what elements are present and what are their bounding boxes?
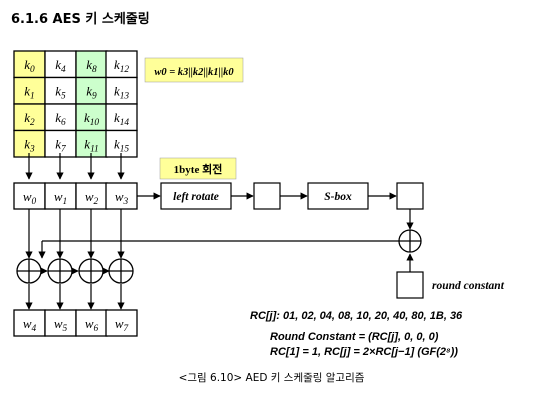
w-output-word-cell: [105, 309, 138, 337]
rc-formula: Round Constant = (RC[j], 0, 0, 0): [270, 331, 439, 343]
key-cell-label: k12: [114, 57, 129, 75]
key-cell-label: k6: [55, 110, 66, 128]
round-constant-xor: [398, 229, 422, 253]
w-word-cell: [44, 182, 77, 210]
rc-rule: RC[1] = 1, RC[j] = 2×RC[j−1] (GF(2⁸)): [270, 346, 458, 358]
round-constant-label: round constant: [432, 280, 505, 292]
figure-caption: <그림 6.10> AED 키 스케줄링 알고리즘: [178, 372, 365, 384]
xor-operator: [78, 258, 104, 284]
w-output-word-label: w7: [115, 316, 129, 334]
key-cell-label: k5: [55, 84, 66, 102]
sbox-block: S-box: [307, 182, 369, 210]
w-output-row: w4 w5 w6 w7: [13, 309, 138, 337]
key-cell-label: k10: [84, 110, 99, 128]
w0-formula-box: w0 = k3||k2||k1||k0: [144, 57, 244, 83]
key-matrix: k0 k4 k8 k12 k1 k5 k9 k13 k2 k6 k10 k14 k3 k7 k11 k15: [13, 50, 138, 158]
key-cell: [75, 129, 108, 158]
w-word-label: w0: [23, 189, 37, 207]
key-cell-label: k7: [55, 137, 66, 155]
left-rotate-label: left rotate: [173, 191, 219, 203]
key-cell-label: k0: [24, 57, 35, 75]
key-cell-label: k13: [114, 84, 129, 102]
xor-operator: [108, 258, 134, 284]
key-cell-label: k2: [24, 110, 35, 128]
w-output-word-label: w4: [23, 316, 37, 334]
rotate-note-box: 1byte 회전: [159, 157, 237, 180]
sbox-label: S-box: [324, 191, 352, 203]
w-word-label: w2: [85, 189, 99, 207]
key-cell-label: k14: [114, 110, 129, 128]
rotated-word-box: [253, 182, 281, 210]
rc-values: RC[j]: 01, 02, 04, 08, 10, 20, 40, 80, 1…: [250, 310, 463, 322]
substituted-word-box: [396, 182, 424, 210]
section-title: 6.1.6 AES 키 스케줄링: [11, 12, 150, 27]
key-cell-label: k1: [24, 84, 34, 102]
w0-formula: w0 = k3||k2||k1||k0: [154, 67, 234, 78]
w-word-row: w0 w1 w2 w3: [13, 182, 138, 210]
w-output-word-label: w5: [54, 316, 68, 334]
key-cell-label: k15: [114, 137, 129, 155]
left-rotate-block: left rotate: [160, 182, 232, 210]
key-cell: [75, 50, 108, 79]
key-cell-label: k3: [24, 137, 35, 155]
round-constant-box: [396, 271, 424, 299]
key-cell: [105, 50, 138, 79]
w-output-word-label: w6: [85, 316, 99, 334]
key-cell: [75, 76, 108, 105]
key-cell-label: k8: [86, 57, 97, 75]
key-cell-label: k9: [86, 84, 97, 102]
key-cell: [44, 103, 77, 132]
matrix-to-w-arrows: [25, 153, 125, 180]
key-cell-label: k11: [84, 137, 98, 155]
key-cell-label: k4: [55, 57, 66, 75]
w-word-label: w1: [54, 189, 67, 207]
rotate-note: 1byte 회전: [174, 162, 223, 176]
key-cell: [75, 103, 108, 132]
w-output-word-cell: [75, 309, 108, 337]
key-cell: [105, 129, 138, 158]
xor-operator: [16, 258, 42, 284]
key-cell: [13, 129, 46, 158]
xor-operator: [47, 258, 73, 284]
key-cell: [105, 103, 138, 132]
w-word-label: w3: [115, 189, 129, 207]
